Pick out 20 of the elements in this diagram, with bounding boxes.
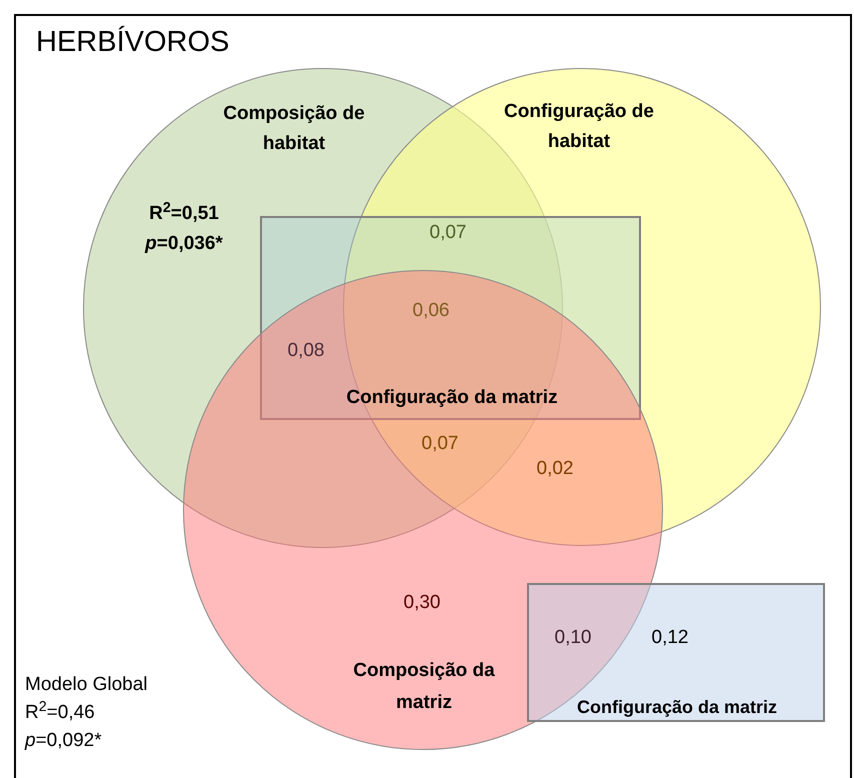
circle-label: Configuração de habitat — [503, 100, 655, 154]
rectangle-label: Configuração da matriz — [576, 696, 778, 719]
global-model-text: Modelo Global — [25, 673, 149, 697]
circle-label: Composição de habitat — [222, 102, 366, 156]
region-value: 0,07 — [420, 432, 460, 456]
region-value: 0,12 — [650, 626, 690, 650]
circle-label: Composição da matriz — [352, 659, 496, 715]
region-value: 0,08 — [286, 339, 326, 363]
region-value: 0,02 — [536, 457, 574, 481]
overlay-rectangle — [527, 583, 825, 722]
global-model-text: R$^{2}$=0,46 — [25, 699, 96, 725]
diagram-title: HERBÍVOROS — [36, 24, 230, 60]
rectangle-label: Configuração da matriz — [345, 386, 559, 410]
region-value: 0,10 — [554, 626, 592, 650]
global-model-text: p=0,092* — [25, 729, 103, 753]
statistic-text: p=0,036* — [144, 232, 224, 256]
region-value: 0,30 — [402, 591, 442, 615]
region-value: 0,06 — [412, 299, 450, 323]
region-value: 0,07 — [428, 221, 468, 245]
statistic-text: R$^{2}$=0,51 — [148, 199, 220, 226]
